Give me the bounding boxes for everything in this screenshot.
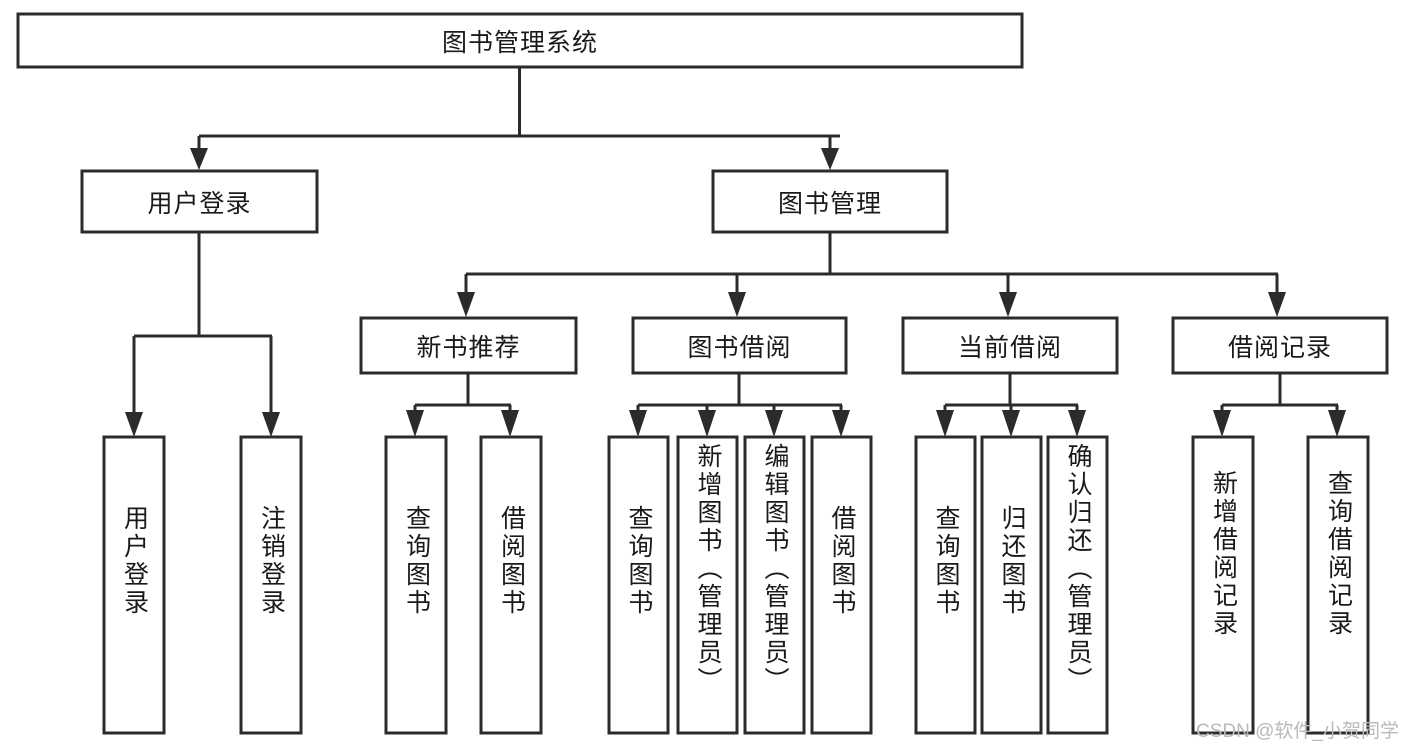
connector-root-to-level2 (190, 67, 840, 170)
connector-current-borrow-to-leaves (936, 373, 1086, 437)
node-book-borrow[interactable] (631, 316, 848, 375)
connector-book-borrow-to-leaves (629, 373, 850, 437)
connector-book-management-to-level3 (457, 232, 1286, 317)
node-new-book-recommend[interactable] (359, 316, 578, 375)
node-leaf-query-record[interactable] (1306, 435, 1370, 735)
node-leaf-add-record[interactable] (1191, 435, 1255, 735)
node-root[interactable] (16, 12, 1024, 69)
node-book-management[interactable] (711, 169, 949, 234)
node-leaf-return-book[interactable] (980, 435, 1043, 735)
node-leaf-query-book-1[interactable] (384, 435, 448, 735)
node-leaf-query-book-3[interactable] (914, 435, 977, 735)
node-leaf-query-book-2[interactable] (607, 435, 670, 735)
connector-new-book-recommend-to-leaves (406, 373, 519, 437)
node-leaf-borrow-book-2[interactable] (810, 435, 873, 735)
node-user-login[interactable] (80, 169, 319, 234)
node-leaf-borrow-book-1[interactable] (479, 435, 543, 735)
node-leaf-user-login[interactable] (102, 435, 166, 735)
node-borrow-record[interactable] (1171, 316, 1389, 375)
connector-user-login-to-leaves (125, 232, 280, 437)
node-leaf-user-logout[interactable] (239, 435, 303, 735)
node-leaf-edit-book[interactable] (743, 435, 806, 735)
node-leaf-confirm-return[interactable] (1046, 435, 1109, 735)
connector-borrow-record-to-leaves (1213, 373, 1346, 437)
node-leaf-add-book[interactable] (676, 435, 739, 735)
node-current-borrow[interactable] (901, 316, 1119, 375)
